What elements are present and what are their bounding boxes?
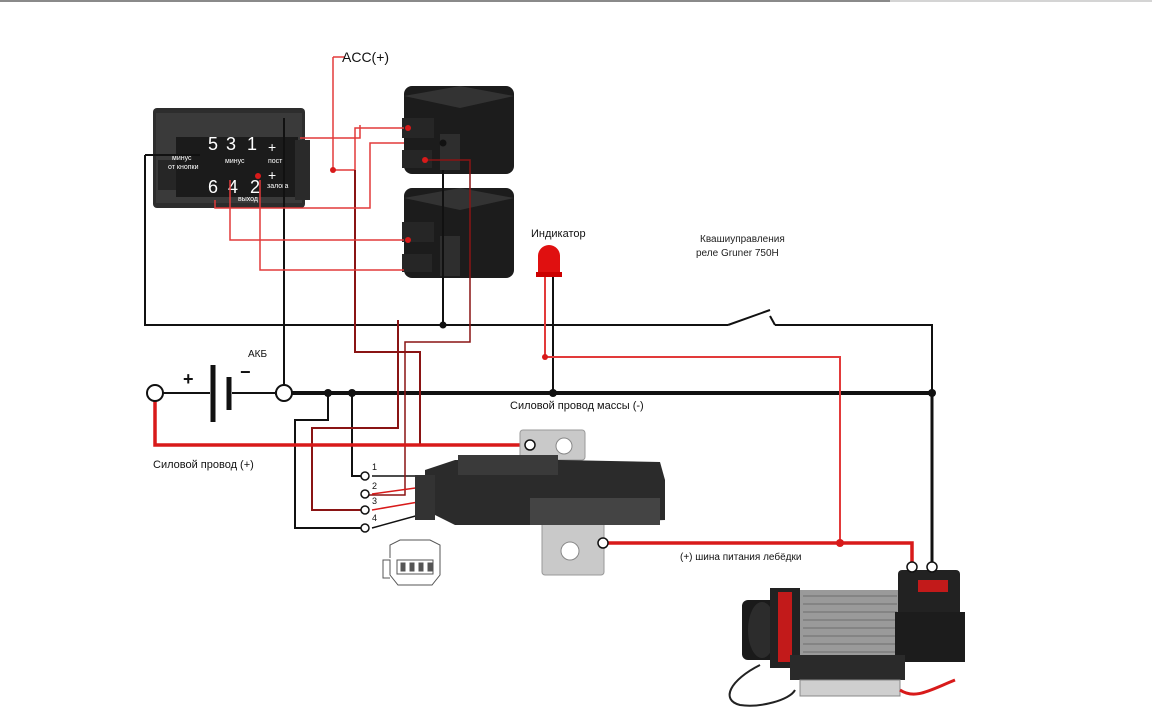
winch [728, 561, 965, 707]
battery-minus-sign: − [240, 362, 251, 382]
pin-zalog-sub: залога [267, 183, 289, 190]
pin-6-label: 6 [208, 177, 218, 197]
pin-5-label: 5 [208, 134, 218, 154]
terminal-2-label: 2 [372, 481, 377, 491]
battery-plus-terminal [146, 384, 164, 402]
pin-plus-top-label: + [268, 139, 276, 155]
junction-dots [324, 139, 936, 397]
power-wire-label: Силовой провод (+) [153, 459, 254, 471]
top-rule [0, 0, 1152, 2]
battery-minus-terminal [275, 384, 293, 402]
pin-4-label: 4 [228, 177, 238, 197]
battery: + − АКБ [146, 349, 293, 422]
relay-top [402, 86, 514, 174]
switch-contact [727, 309, 776, 326]
pin-minus-sub: минус [172, 155, 192, 162]
acc-label: ACC(+) [342, 49, 389, 65]
ground-wire-label: Силовой провод массы (-) [510, 400, 644, 412]
solenoid-terminals: 1 2 3 4 [360, 462, 377, 533]
indicator-led: Индикатор [531, 228, 586, 277]
solenoid [415, 429, 665, 576]
relay-bottom [402, 188, 514, 278]
pin-button-sub: от кнопки [168, 164, 199, 171]
winch-bus-label: (+) шина питания лебёдки [680, 551, 801, 563]
terminal-4-label: 4 [372, 513, 377, 523]
pin-post-sub: пост [268, 158, 283, 165]
red-wires [153, 56, 914, 565]
terminal-1-label: 1 [372, 462, 377, 472]
pin-3-label: 3 [226, 134, 236, 154]
battery-label: АКБ [248, 349, 267, 360]
pin-1-label: 1 [247, 134, 257, 154]
indicator-label: Индикатор [531, 228, 586, 240]
black-wires [144, 118, 934, 565]
connector-sketch [382, 539, 441, 586]
pin-plus-bottom-label: + [268, 167, 276, 183]
switch-label-line1: Квашиуправления [700, 234, 785, 245]
control-block: 5 3 1 + минус от кнопки минус пост 6 4 2… [153, 108, 310, 208]
terminal-3-label: 3 [372, 496, 377, 506]
pin-2-label: 2 [250, 177, 260, 197]
red-junction-dots [255, 125, 844, 547]
battery-plus-sign: + [183, 369, 194, 389]
pin-minus2-sub: минус [225, 158, 245, 165]
switch-label-line2: реле Gruner 750H [696, 248, 779, 259]
top-rule-light [890, 0, 1152, 2]
pin-vyhod-sub: выход [238, 196, 258, 203]
